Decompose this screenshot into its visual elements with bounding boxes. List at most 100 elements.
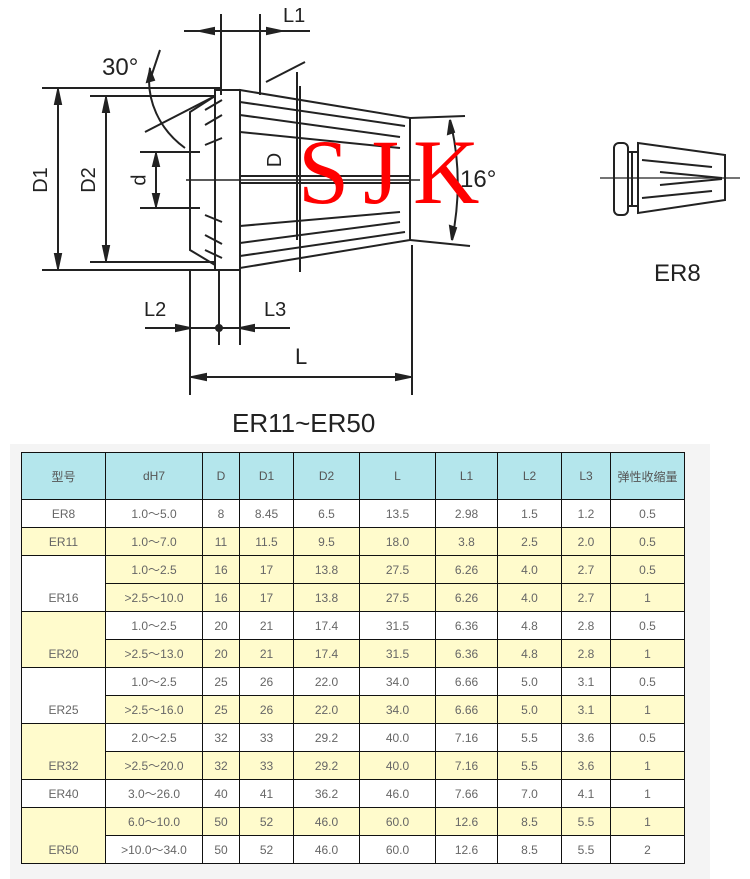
d-cell: 32: [202, 751, 240, 780]
d1-cell: 8.45: [239, 499, 294, 528]
d2-cell: 46.0: [293, 807, 360, 836]
table-row: >2.5～16.0 25 26 22.0 34.0 6.66 5.0 3.1 1: [21, 695, 685, 724]
d1-cell: 21: [239, 639, 294, 668]
l1-cell: 3.8: [435, 527, 498, 556]
dh7-cell: >2.5～10.0: [105, 583, 203, 612]
d2-cell: 6.5: [293, 499, 360, 528]
l1-cell: 6.36: [435, 639, 498, 668]
l3-cell: 2.8: [561, 611, 611, 640]
model-cell: ER8: [21, 499, 106, 528]
d1-cell: 33: [239, 751, 294, 780]
dh7-cell: >10.0～34.0: [105, 835, 203, 864]
er-collet-technical-drawing: [42, 14, 740, 395]
shrink-cell: 1: [610, 807, 685, 836]
l2-cell: 8.5: [497, 807, 562, 836]
table-row: >2.5～13.0 20 21 17.4 31.5 6.36 4.8 2.8 1: [21, 639, 685, 668]
l2-cell: 5.0: [497, 695, 562, 724]
d1-cell: 11.5: [239, 527, 294, 556]
d1-cell: 41: [239, 779, 294, 808]
l3-cell: 2.0: [561, 527, 611, 556]
l2-cell: 5.5: [497, 751, 562, 780]
shrink-cell: 1: [610, 751, 685, 780]
shrink-cell: 0.5: [610, 555, 685, 584]
l1-cell: 6.26: [435, 583, 498, 612]
d1-cell: 33: [239, 723, 294, 752]
dh7-cell: 1.0～5.0: [105, 499, 203, 528]
l3-label: L3: [264, 299, 287, 321]
l2-cell: 5.0: [497, 667, 562, 696]
d-cell: 25: [202, 667, 240, 696]
d-cell: 16: [202, 555, 240, 584]
d1-label: D1: [29, 167, 52, 193]
dh7-cell: 1.0～2.5: [105, 611, 203, 640]
l2-label: L2: [144, 299, 167, 321]
main-caption: ER11~ER50: [232, 408, 376, 438]
d-cell: 8: [202, 499, 240, 528]
d1-cell: 21: [239, 611, 294, 640]
dh7-cell: >2.5～16.0: [105, 695, 203, 724]
model-cell: ER20: [21, 611, 106, 668]
header-d2: D2: [293, 452, 360, 500]
l2-cell: 4.8: [497, 639, 562, 668]
table-row: ER16 1.0～2.5 16 17 13.8 27.5 6.26 4.0 2.…: [21, 555, 685, 612]
header-shrinkage: 弹性收缩量: [610, 452, 685, 500]
l3-cell: 5.5: [561, 807, 611, 836]
d1-cell: 17: [239, 583, 294, 612]
d2-cell: 17.4: [293, 639, 360, 668]
l1-cell: 6.26: [435, 555, 498, 584]
l1-cell: 12.6: [435, 835, 498, 864]
table-row: ER50 6.0～10.0 50 52 46.0 60.0 12.6 8.5 5…: [21, 807, 685, 864]
table-row: >2.5～10.0 16 17 13.8 27.5 6.26 4.0 2.7 1: [21, 583, 685, 612]
er8-collet-icon: [600, 141, 740, 216]
l-cell: 27.5: [359, 583, 436, 612]
l-cell: 27.5: [359, 555, 436, 584]
d2-cell: 13.8: [293, 583, 360, 612]
shrink-cell: 2: [610, 835, 685, 864]
l3-cell: 2.8: [561, 639, 611, 668]
model-cell: ER50: [21, 807, 106, 864]
table-row: ER25 1.0～2.5 25 26 22.0 34.0 6.66 5.0 3.…: [21, 667, 685, 724]
l-label: L: [295, 344, 308, 369]
dh7-cell: 2.0～2.5: [105, 723, 203, 752]
l1-cell: 2.98: [435, 499, 498, 528]
l1-cell: 6.36: [435, 611, 498, 640]
dh7-cell: 1.0～2.5: [105, 667, 203, 696]
l-cell: 60.0: [359, 835, 436, 864]
d2-label: D2: [77, 167, 100, 193]
d-cell: 11: [202, 527, 240, 556]
shrink-cell: 0.5: [610, 723, 685, 752]
d1-cell: 52: [239, 835, 294, 864]
l-cell: 34.0: [359, 667, 436, 696]
angle-16-label: 16°: [460, 166, 497, 193]
dh7-cell: 1.0～7.0: [105, 527, 203, 556]
d2-cell: 9.5: [293, 527, 360, 556]
header-d: D: [202, 452, 240, 500]
l-cell: 31.5: [359, 611, 436, 640]
l3-cell: 3.1: [561, 667, 611, 696]
l1-cell: 7.16: [435, 723, 498, 752]
collet-spec-table: 型号 dH7 D D1 D2 L L1 L2 L3 弹性收缩量 ER8 1.0～…: [21, 452, 685, 864]
collet-drawing: 30° L1 D1 D2 d D 16° L2 L3 L ER11~ER50 E…: [29, 5, 740, 438]
header-l: L: [359, 452, 436, 500]
header-l3: L3: [561, 452, 611, 500]
d-cell: 32: [202, 723, 240, 752]
l2-cell: 4.8: [497, 611, 562, 640]
shrink-cell: 0.5: [610, 527, 685, 556]
d1-cell: 26: [239, 667, 294, 696]
d2-cell: 17.4: [293, 611, 360, 640]
d-bore-label: d: [128, 174, 151, 186]
l3-cell: 3.6: [561, 723, 611, 752]
l1-label: L1: [283, 5, 306, 27]
l3-cell: 2.7: [561, 555, 611, 584]
l-cell: 18.0: [359, 527, 436, 556]
dh7-cell: >2.5～20.0: [105, 751, 203, 780]
l3-cell: 4.1: [561, 779, 611, 808]
l2-cell: 5.5: [497, 723, 562, 752]
d1-cell: 52: [239, 807, 294, 836]
d1-cell: 26: [239, 695, 294, 724]
d1-cell: 17: [239, 555, 294, 584]
d-cell: 50: [202, 835, 240, 864]
table-row: >10.0～34.0 50 52 46.0 60.0 12.6 8.5 5.5 …: [21, 835, 685, 864]
l2-cell: 4.0: [497, 583, 562, 612]
d-cell: 50: [202, 807, 240, 836]
